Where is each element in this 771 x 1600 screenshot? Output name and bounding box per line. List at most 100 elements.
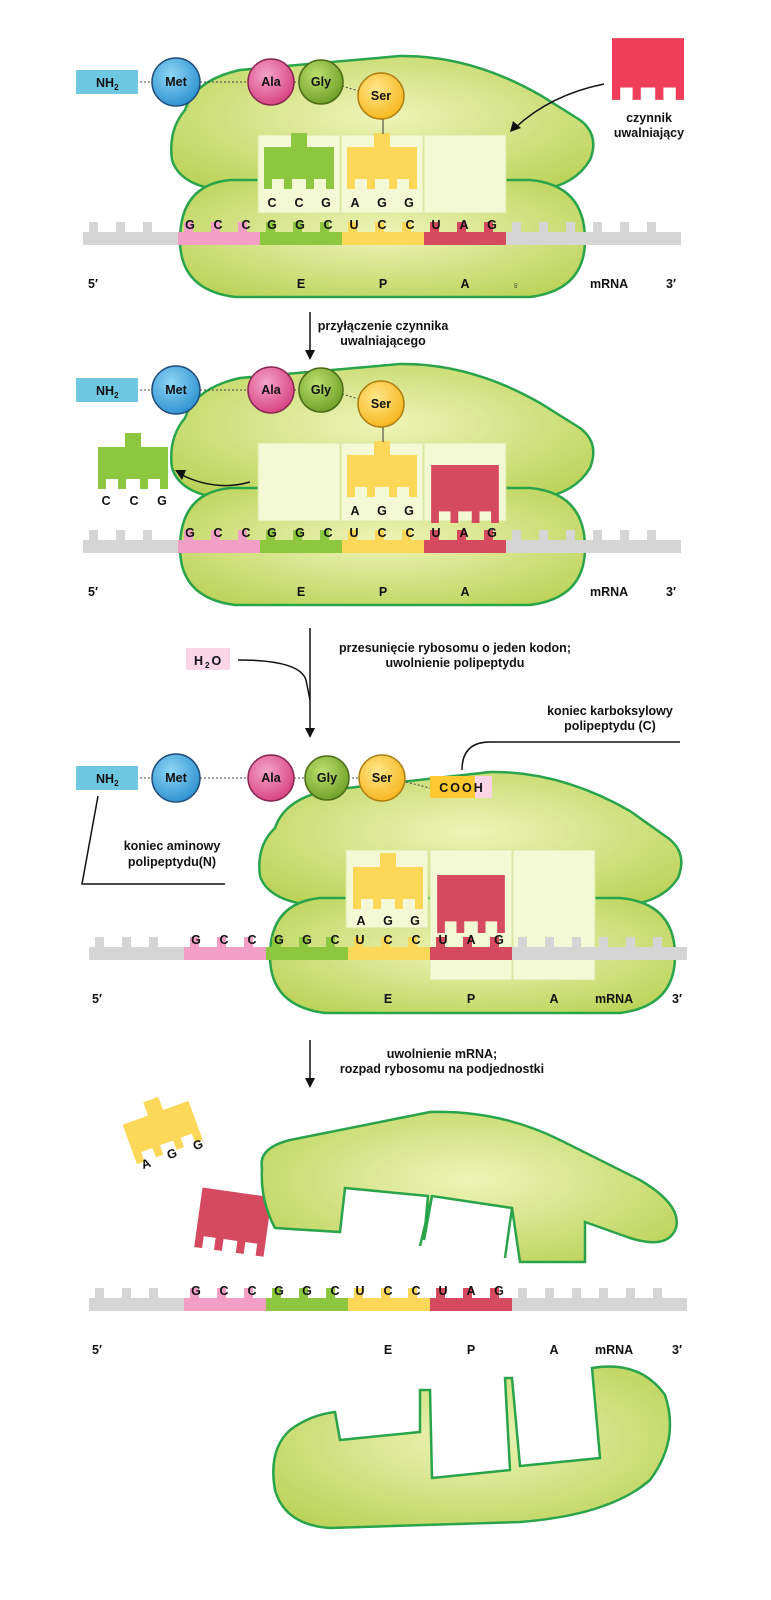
- ala-label: Ala: [261, 771, 282, 785]
- mrna-base: C: [330, 933, 339, 947]
- mrna-tooth: [217, 937, 226, 948]
- codon-gcc: [178, 540, 260, 553]
- amino-acid-gly: Gly: [298, 367, 344, 413]
- mrna-base: C: [219, 1284, 228, 1298]
- base: A: [350, 504, 359, 518]
- mrna-tooth: [599, 937, 608, 948]
- mrna-tooth: [626, 937, 635, 948]
- amino-acid-ala: Ala: [247, 754, 295, 802]
- base: A: [139, 1156, 152, 1172]
- mrna-tooth: [184, 222, 193, 233]
- mrna-tooth: [566, 222, 575, 233]
- base: G: [404, 504, 414, 518]
- mrna-base: U: [438, 933, 447, 947]
- mrna-tooth: [326, 937, 335, 948]
- base: C: [129, 494, 138, 508]
- three-prime-label: 3′: [666, 277, 676, 291]
- mrna-base: G: [274, 1284, 284, 1298]
- mrna-label: mRNA: [590, 585, 628, 599]
- base: G: [165, 1146, 179, 1162]
- mrna-tooth: [457, 222, 466, 233]
- release-factor-label-line1: czynnik: [626, 111, 672, 125]
- mrna-base: U: [438, 1284, 447, 1298]
- base: A: [356, 914, 365, 928]
- mrna-tooth: [266, 222, 275, 233]
- mrna-5prime-segment: [89, 1298, 184, 1311]
- carboxyl-label-line2: polipeptydu (C): [564, 719, 656, 733]
- codon-ucc: [348, 1298, 430, 1311]
- ser-label: Ser: [371, 397, 391, 411]
- nh2-label: NH2: [96, 384, 119, 400]
- mrna-tooth: [430, 530, 439, 541]
- release-factor-free: [194, 1187, 272, 1257]
- met-label: Met: [165, 771, 187, 785]
- a-site: [512, 849, 596, 981]
- codon-uag-stop: [424, 540, 506, 553]
- gly-label: Gly: [311, 75, 331, 89]
- mrna-base: U: [349, 526, 358, 540]
- mrna-base: C: [377, 526, 386, 540]
- mrna-base: G: [302, 1284, 312, 1298]
- mrna-tooth: [599, 1288, 608, 1299]
- mrna-base: G: [494, 1284, 504, 1298]
- mrna-base: C: [383, 1284, 392, 1298]
- mrna-tooth: [211, 530, 220, 541]
- three-prime-label: 3′: [672, 992, 682, 1006]
- met-label: Met: [165, 75, 187, 89]
- mrna-tooth: [299, 1288, 308, 1299]
- mrna-label: mRNA: [595, 992, 633, 1006]
- site-p-label: P: [379, 585, 387, 599]
- mrna-tooth: [184, 530, 193, 541]
- mrna-3prime-segment: [506, 540, 681, 553]
- step-arrow-1: przyłączenie czynnika uwalniającego: [305, 312, 449, 360]
- panel-1: C C G A G G G C C G G C U C C U A G 5′ E…: [76, 38, 684, 299]
- mrna-tooth: [463, 1288, 472, 1299]
- mrna-tooth: [375, 222, 384, 233]
- ala-label: Ala: [261, 75, 282, 89]
- mrna-base: C: [213, 526, 222, 540]
- mrna-tooth: [375, 530, 384, 541]
- mrna-base: U: [431, 526, 440, 540]
- mrna-3prime-segment: [506, 232, 681, 245]
- mrna-3prime-segment: [512, 1298, 687, 1311]
- mrna-base: G: [191, 933, 201, 947]
- release-factor-label-line2: uwalniający: [614, 126, 684, 140]
- five-prime-label: 5′: [92, 992, 102, 1006]
- codon-uag-stop: [430, 1298, 512, 1311]
- mrna-tooth: [116, 222, 125, 233]
- step1-line1: przyłączenie czynnika: [318, 319, 450, 333]
- site-a-label: A: [460, 585, 469, 599]
- mrna-base: A: [459, 526, 468, 540]
- mrna-base: C: [383, 933, 392, 947]
- mrna-tooth: [272, 937, 281, 948]
- amino-label-line2: polipeptydu(N): [128, 855, 216, 869]
- mrna-base: A: [459, 218, 468, 232]
- mrna-tooth: [539, 530, 548, 541]
- nh2-label: NH2: [96, 772, 119, 788]
- codon-ggc: [260, 232, 342, 245]
- base: C: [294, 196, 303, 210]
- codon-ucc: [342, 232, 424, 245]
- mrna-tooth: [463, 937, 472, 948]
- mrna-tooth: [484, 222, 493, 233]
- amino-acid-gly: Gly: [298, 59, 344, 105]
- mrna-tooth: [293, 530, 302, 541]
- ala-label: Ala: [261, 383, 282, 397]
- mrna-base: U: [355, 1284, 364, 1298]
- amino-acid-met: Met: [151, 57, 201, 107]
- step2-line1: przesunięcie rybosomu o jeden kodon;: [339, 641, 571, 655]
- mrna-tooth: [299, 937, 308, 948]
- mrna-tooth: [572, 937, 581, 948]
- mrna-base: C: [219, 933, 228, 947]
- mrna-tooth: [293, 222, 302, 233]
- mrna-tooth: [89, 530, 98, 541]
- mrna-bases: G C C G G C U C C U A G: [191, 1284, 504, 1298]
- mrna-base: G: [185, 526, 195, 540]
- mrna-base: U: [355, 933, 364, 947]
- mrna-tooth: [436, 1288, 445, 1299]
- mrna-tooth: [490, 937, 499, 948]
- mrna-tooth: [348, 222, 357, 233]
- mrna-tooth: [430, 222, 439, 233]
